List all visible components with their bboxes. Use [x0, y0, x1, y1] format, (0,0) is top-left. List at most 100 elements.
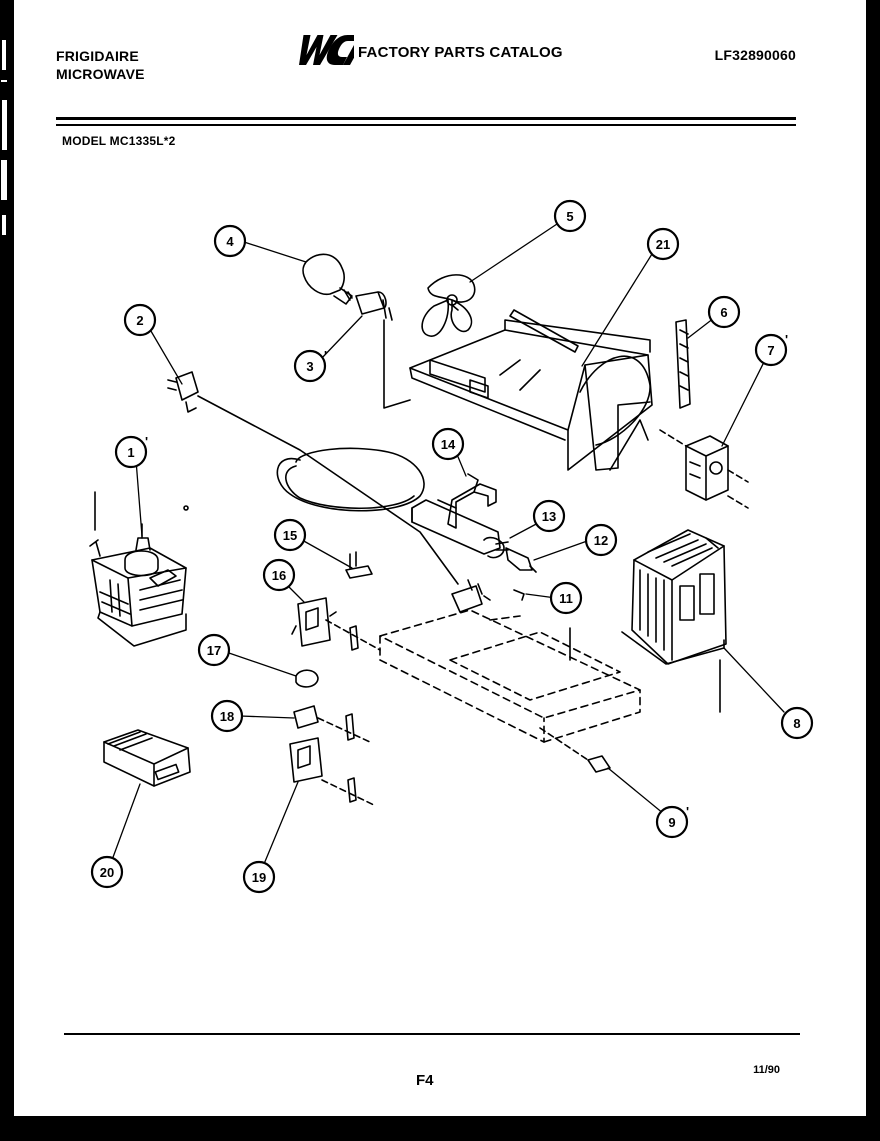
- callout-label: 16: [272, 568, 286, 583]
- callout-19: 19: [242, 860, 276, 894]
- callout-circle: [197, 633, 231, 667]
- chassis-frame: [409, 309, 653, 471]
- callout-label: 15: [283, 528, 297, 543]
- lamp-bulb-part: [302, 253, 353, 305]
- magnetron-part: [89, 491, 189, 647]
- callout-circle: [273, 518, 307, 552]
- catalog-title: FACTORY PARTS CATALOG: [358, 44, 563, 61]
- callout-label: 3: [306, 359, 313, 374]
- callout-circle: [553, 199, 587, 233]
- callout-2: 2: [123, 303, 157, 337]
- callout-label: 13: [542, 509, 556, 524]
- callout-label: 14: [441, 437, 456, 452]
- fan-motor-part: [659, 429, 749, 509]
- callout-circle: [242, 860, 276, 894]
- callout-13: 13: [532, 499, 566, 533]
- callout-circle: [780, 706, 814, 740]
- callout-label: 12: [594, 533, 608, 548]
- callout-1: 1': [114, 434, 148, 469]
- latch-part: [539, 727, 611, 773]
- brand-name: FRIGIDAIRE: [56, 48, 139, 64]
- callout-11: 11: [549, 581, 583, 615]
- callout-20: 20: [90, 855, 124, 889]
- callout-21: 21: [646, 227, 680, 261]
- cord-clamp-part: [345, 551, 373, 579]
- callout-label: 1: [127, 445, 134, 460]
- callout-6: 6: [707, 295, 741, 329]
- air-duct-part: [675, 319, 691, 409]
- lower-switch-bracket-part: [289, 737, 377, 807]
- callout-label: 2: [136, 313, 143, 328]
- base-plate-outline: [379, 609, 641, 743]
- diode-part: [505, 547, 537, 573]
- callout-7: 7': [754, 332, 788, 367]
- page-number: F4: [416, 1072, 434, 1089]
- callout-label: 20: [100, 865, 114, 880]
- interlock-switch-part: [451, 579, 525, 613]
- callout-label: 7: [767, 343, 774, 358]
- power-cord-part: [167, 371, 459, 585]
- switch-18-part: [293, 705, 371, 743]
- callout-mark: ': [324, 348, 327, 363]
- callout-label: 17: [207, 643, 221, 658]
- callout-label: 19: [252, 870, 266, 885]
- catalog-code: LF32890060: [714, 47, 796, 63]
- callout-circle: [123, 303, 157, 337]
- callout-15: 15: [273, 518, 307, 552]
- callout-8: 8: [780, 706, 814, 740]
- callout-circle: [114, 435, 148, 469]
- callout-16: 16: [262, 558, 296, 592]
- callout-3: 3': [293, 348, 327, 383]
- callout-label: 6: [720, 305, 727, 320]
- callout-circle: [532, 499, 566, 533]
- callout-label: 21: [656, 237, 670, 252]
- callout-14: 14: [431, 427, 465, 461]
- control-panel-part: [103, 729, 191, 787]
- callout-mark: ': [785, 332, 788, 347]
- callout-label: 8: [793, 716, 800, 731]
- callout-mark: ': [686, 804, 689, 819]
- callout-label: 5: [566, 209, 573, 224]
- callout-circle: [210, 699, 244, 733]
- callout-12: 12: [584, 523, 618, 557]
- callout-label: 18: [220, 709, 234, 724]
- callout-circle: [293, 349, 327, 383]
- callout-circle: [646, 227, 680, 261]
- callout-circle: [431, 427, 465, 461]
- revision-date: 11/90: [753, 1064, 780, 1076]
- callout-circle: [707, 295, 741, 329]
- callout-mark: ': [145, 434, 148, 449]
- header-rule-thick: [56, 117, 796, 120]
- callout-17: 17: [197, 633, 231, 667]
- fan-blade-part: [421, 274, 476, 337]
- callout-5: 5: [553, 199, 587, 233]
- high-voltage-capacitor-part: [411, 499, 509, 559]
- callout-circle: [655, 805, 689, 839]
- callout-circle: [549, 581, 583, 615]
- footer-rule: [64, 1033, 800, 1035]
- switch-17-part: [295, 669, 319, 688]
- callout-label: 9: [668, 815, 675, 830]
- upper-switch-bracket-part: [291, 597, 381, 651]
- callout-9: 9': [655, 804, 689, 839]
- callout-18: 18: [210, 699, 244, 733]
- callout-circle: [584, 523, 618, 557]
- callout-circle: [213, 224, 247, 258]
- capacitor-bracket-part: [437, 473, 497, 529]
- header-rule-thin: [56, 124, 796, 126]
- scan-edge-marks: [1, 40, 7, 235]
- callout-label: 11: [559, 591, 573, 606]
- product-type: MICROWAVE: [56, 66, 145, 82]
- callout-circle: [262, 558, 296, 592]
- high-voltage-transformer-part: [569, 529, 727, 713]
- callout-label: 4: [226, 234, 234, 249]
- wci-logo: [299, 35, 354, 65]
- callout-4: 4: [213, 224, 247, 258]
- model-number: MODEL MC1335L*2: [62, 134, 176, 148]
- lamp-socket-part: [355, 291, 411, 409]
- callout-circle: [754, 333, 788, 367]
- leader-lines: [111, 221, 785, 865]
- callout-circle: [90, 855, 124, 889]
